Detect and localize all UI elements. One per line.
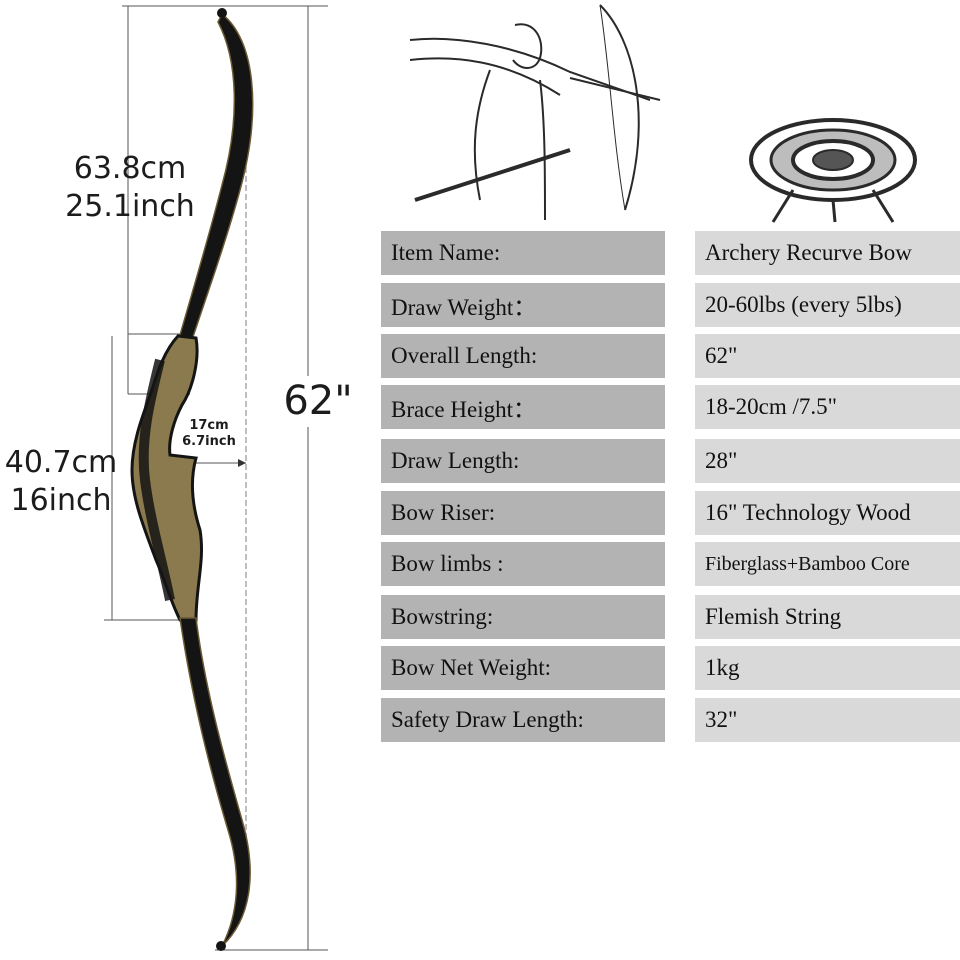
- spec-label-draw-length: Draw Length:: [381, 439, 665, 483]
- riser-cm: 40.7cm: [4, 445, 118, 480]
- spec-value-bowstring: Flemish String: [695, 595, 960, 639]
- bow-tip-top: [217, 8, 227, 18]
- target-icon: [749, 118, 917, 223]
- brace-inch: 6.7inch: [182, 433, 236, 449]
- spec-label-item-name: Item Name:: [381, 231, 665, 275]
- arrow-right-icon: [238, 459, 246, 467]
- dimension-lines: [104, 5, 328, 951]
- brace-dimension: 17cm 6.7inch: [172, 418, 246, 449]
- spec-label-safety-draw-length: Safety Draw Length:: [381, 698, 665, 742]
- spec-value-item-name: Archery Recurve Bow: [695, 231, 960, 275]
- spec-label-brace-height: Brace Height：: [381, 385, 665, 429]
- spec-value-bow-riser: 16" Technology Wood: [695, 491, 960, 535]
- spec-label-bow-riser: Bow Riser:: [381, 491, 665, 535]
- spec-label-bow-net-weight: Bow Net Weight:: [381, 646, 665, 690]
- spec-value-bow-limbs: Fiberglass+Bamboo Core: [695, 542, 960, 586]
- lower-limb: [179, 617, 251, 947]
- bow-tip-bottom: [216, 941, 226, 951]
- overall-length-dimension: 62": [276, 376, 360, 427]
- brace-cm: 17cm: [189, 418, 229, 433]
- archer-illustration: [409, 4, 917, 223]
- riser-inch: 16inch: [10, 483, 112, 519]
- upper-limb-dimension: 63.8cm 25.1inch: [50, 150, 210, 226]
- spec-value-draw-length: 28": [695, 439, 960, 483]
- spec-value-safety-draw-length: 32": [695, 698, 960, 742]
- upper-limb-inch: 25.1inch: [65, 189, 195, 225]
- riser-dimension: 40.7cm 16inch: [0, 444, 122, 520]
- spec-value-draw-weight: 20-60lbs (every 5lbs): [695, 283, 960, 327]
- spec-label-bow-limbs: Bow limbs :: [381, 542, 665, 586]
- bow-diagram: [104, 5, 328, 951]
- spec-value-bow-net-weight: 1kg: [695, 646, 960, 690]
- spec-label-overall-length: Overall Length:: [381, 334, 665, 378]
- spec-value-brace-height: 18-20cm /7.5": [695, 385, 960, 429]
- spec-label-draw-weight: Draw Weight：: [381, 283, 665, 327]
- upper-limb-cm: 63.8cm: [73, 151, 187, 186]
- spec-value-overall-length: 62": [695, 334, 960, 378]
- spec-label-bowstring: Bowstring:: [381, 595, 665, 639]
